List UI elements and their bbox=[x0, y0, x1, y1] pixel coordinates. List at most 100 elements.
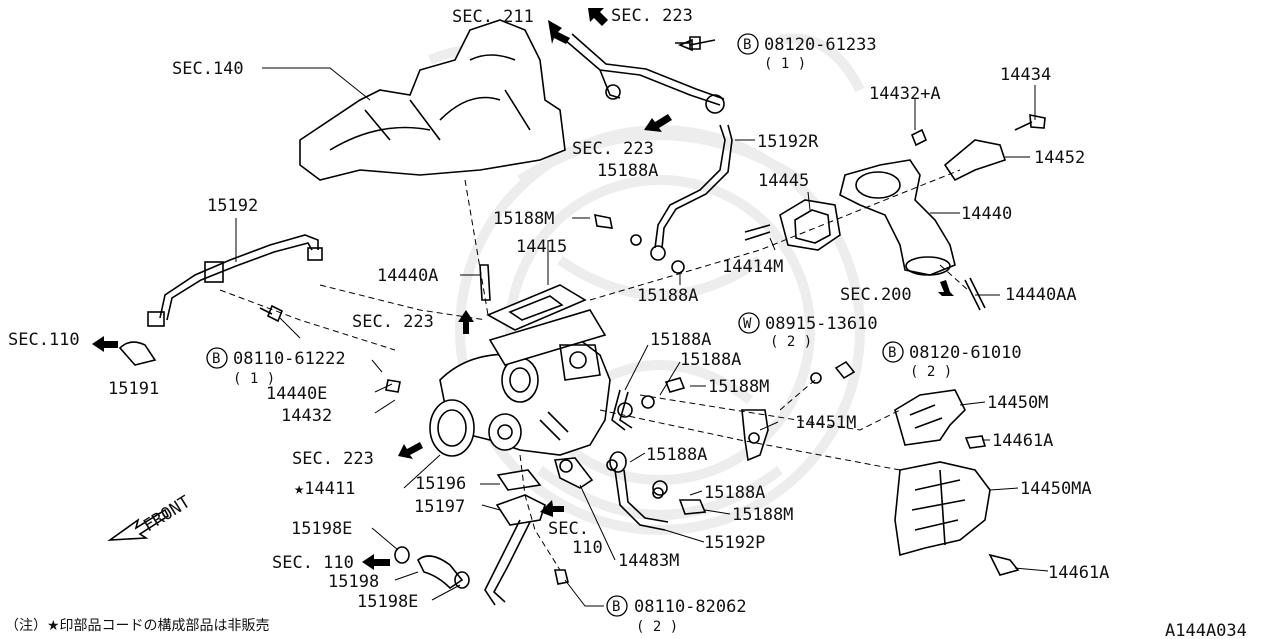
turbo-gasket bbox=[486, 284, 587, 331]
label-14434: 14434 bbox=[1000, 65, 1051, 85]
turbo-housing bbox=[429, 309, 611, 457]
label-14450MA: 14450MA bbox=[1020, 479, 1092, 499]
symbol-b-61233: B bbox=[743, 37, 751, 53]
label-14415: 14415 bbox=[516, 237, 567, 257]
label-15188A-top: 15188A bbox=[597, 161, 658, 181]
label-15188A-c2: 15188A bbox=[680, 350, 741, 370]
label-sec223-mid: SEC. 223 bbox=[572, 139, 654, 159]
label-14440: 14440 bbox=[961, 204, 1012, 224]
label-14483M: 14483M bbox=[618, 551, 679, 571]
label-14450M: 14450M bbox=[987, 393, 1048, 413]
arrow-sec211-icon bbox=[548, 20, 570, 44]
qty-08120-61233: ( 1 ) bbox=[764, 56, 806, 72]
label-sec200: SEC.200 bbox=[840, 285, 912, 305]
label-sec-vertical-a: SEC. bbox=[548, 519, 589, 539]
label-08120-61233: 08120-61233 bbox=[764, 35, 877, 55]
front-arrow-icon bbox=[107, 508, 170, 541]
label-14432: 14432 bbox=[281, 406, 332, 426]
outlet-gasket bbox=[779, 199, 841, 251]
label-14440AA: 14440AA bbox=[1005, 285, 1077, 305]
label-sec223-top: SEC. 223 bbox=[611, 6, 693, 26]
arrow-sec223-center-icon bbox=[458, 310, 474, 334]
label-14440A: 14440A bbox=[377, 266, 438, 286]
exhaust-manifold bbox=[299, 19, 566, 181]
label-sec140: SEC.140 bbox=[172, 59, 244, 79]
symbol-b-82062: B bbox=[612, 599, 620, 615]
arrow-sec200-icon bbox=[938, 280, 954, 296]
label-15188A-c1: 15188A bbox=[650, 330, 711, 350]
label-15192R: 15192R bbox=[757, 132, 819, 152]
part-number-labels: 15192R 14432+A 14434 15188A 14452 14445 … bbox=[108, 65, 1109, 612]
arrow-sec110-lower-icon bbox=[362, 554, 390, 570]
label-15198E-low: 15198E bbox=[357, 592, 418, 612]
label-15192P: 15192P bbox=[704, 533, 765, 553]
alignment-lines bbox=[219, 169, 969, 571]
label-sec211: SEC. 211 bbox=[452, 7, 534, 27]
fastener-symbols bbox=[206, 33, 904, 617]
footnote: （注）★印部品コードの構成部品は非販売 bbox=[5, 618, 270, 634]
label-15192: 15192 bbox=[207, 196, 258, 216]
section-labels: SEC. 211 SEC. 223 SEC.140 SEC. 223 SEC.1… bbox=[8, 6, 912, 573]
label-15191: 15191 bbox=[108, 379, 159, 399]
heat-insulator-14450M bbox=[894, 389, 966, 446]
label-sec-vertical-b: 110 bbox=[572, 538, 603, 558]
label-15196: 15196 bbox=[415, 474, 466, 494]
label-15188M-low: 15188M bbox=[732, 505, 793, 525]
water-pipe-left bbox=[118, 234, 323, 366]
label-14440E: 14440E bbox=[266, 384, 327, 404]
label-14452: 14452 bbox=[1034, 148, 1085, 168]
label-15188A-mid: 15188A bbox=[637, 286, 698, 306]
label-15188A-c3: 15188A bbox=[646, 445, 707, 465]
leader-lines bbox=[235, 67, 1049, 607]
label-14414M: 14414M bbox=[722, 257, 783, 277]
upper-pipe-assembly bbox=[564, 33, 733, 261]
arrow-sec223-mid-icon bbox=[644, 114, 672, 132]
label-15188M-top: 15188M bbox=[493, 209, 554, 229]
bolt-icon bbox=[259, 36, 1046, 585]
label-08915-13610: 08915-13610 bbox=[765, 314, 878, 334]
label-08110-82062: 08110-82062 bbox=[634, 597, 747, 617]
arrow-sec223-lower-icon bbox=[398, 442, 423, 459]
washer-icon bbox=[606, 234, 822, 499]
label-sec223-lower: SEC. 223 bbox=[292, 449, 374, 469]
arrow-sec110-vertical-icon bbox=[540, 500, 564, 517]
symbol-w-13610: W bbox=[743, 316, 752, 332]
label-14451M: 14451M bbox=[795, 413, 856, 433]
qty-08915-13610: ( 2 ) bbox=[770, 334, 812, 350]
label-15198: 15198 bbox=[328, 572, 379, 592]
label-15197: 15197 bbox=[414, 497, 465, 517]
label-08120-61010: 08120-61010 bbox=[909, 343, 1022, 363]
oil-pipe-lower bbox=[611, 389, 633, 431]
qty-08120-61010: ( 2 ) bbox=[910, 364, 952, 380]
union-bolt-14483M bbox=[553, 457, 594, 489]
label-front: FRONT bbox=[140, 492, 194, 536]
hose-15198 bbox=[394, 546, 470, 590]
label-sec223-center: SEC. 223 bbox=[352, 312, 434, 332]
qty-08110-61222: ( 1 ) bbox=[233, 371, 275, 387]
arrow-sec110-left-icon bbox=[92, 336, 118, 352]
bracket-14451M bbox=[741, 409, 769, 462]
oil-pipe-15192P bbox=[609, 451, 669, 531]
diagram-id: A144A034 bbox=[1165, 621, 1247, 639]
arrow-sec223-top-icon bbox=[588, 8, 608, 26]
heat-insulator-14450MA bbox=[894, 461, 991, 557]
symbol-b-61010: B bbox=[888, 345, 896, 361]
qty-08110-82062: ( 2 ) bbox=[636, 619, 678, 635]
outlet-elbow bbox=[839, 159, 956, 276]
label-sec110-left: SEC.110 bbox=[8, 330, 80, 350]
direction-arrows bbox=[92, 8, 954, 570]
label-08110-61222: 08110-61222 bbox=[233, 349, 346, 369]
fastener-labels: B 08120-61233 ( 1 ) B 08110-61222 ( 1 ) … bbox=[212, 35, 1022, 635]
label-14461A-top: 14461A bbox=[992, 431, 1053, 451]
label-14461A-low: 14461A bbox=[1048, 563, 1109, 583]
label-14445: 14445 bbox=[758, 171, 809, 191]
label-15188A-c4: 15188A bbox=[704, 483, 765, 503]
symbol-b-61222: B bbox=[212, 351, 220, 367]
label-15198E-top: 15198E bbox=[291, 519, 352, 539]
bracket-14452 bbox=[943, 139, 1007, 182]
label-sec110-lower: SEC. 110 bbox=[272, 553, 354, 573]
label-15188M-c: 15188M bbox=[708, 377, 769, 397]
label-14432A: 14432+A bbox=[869, 84, 941, 104]
label-14411: ★14411 bbox=[294, 479, 355, 499]
